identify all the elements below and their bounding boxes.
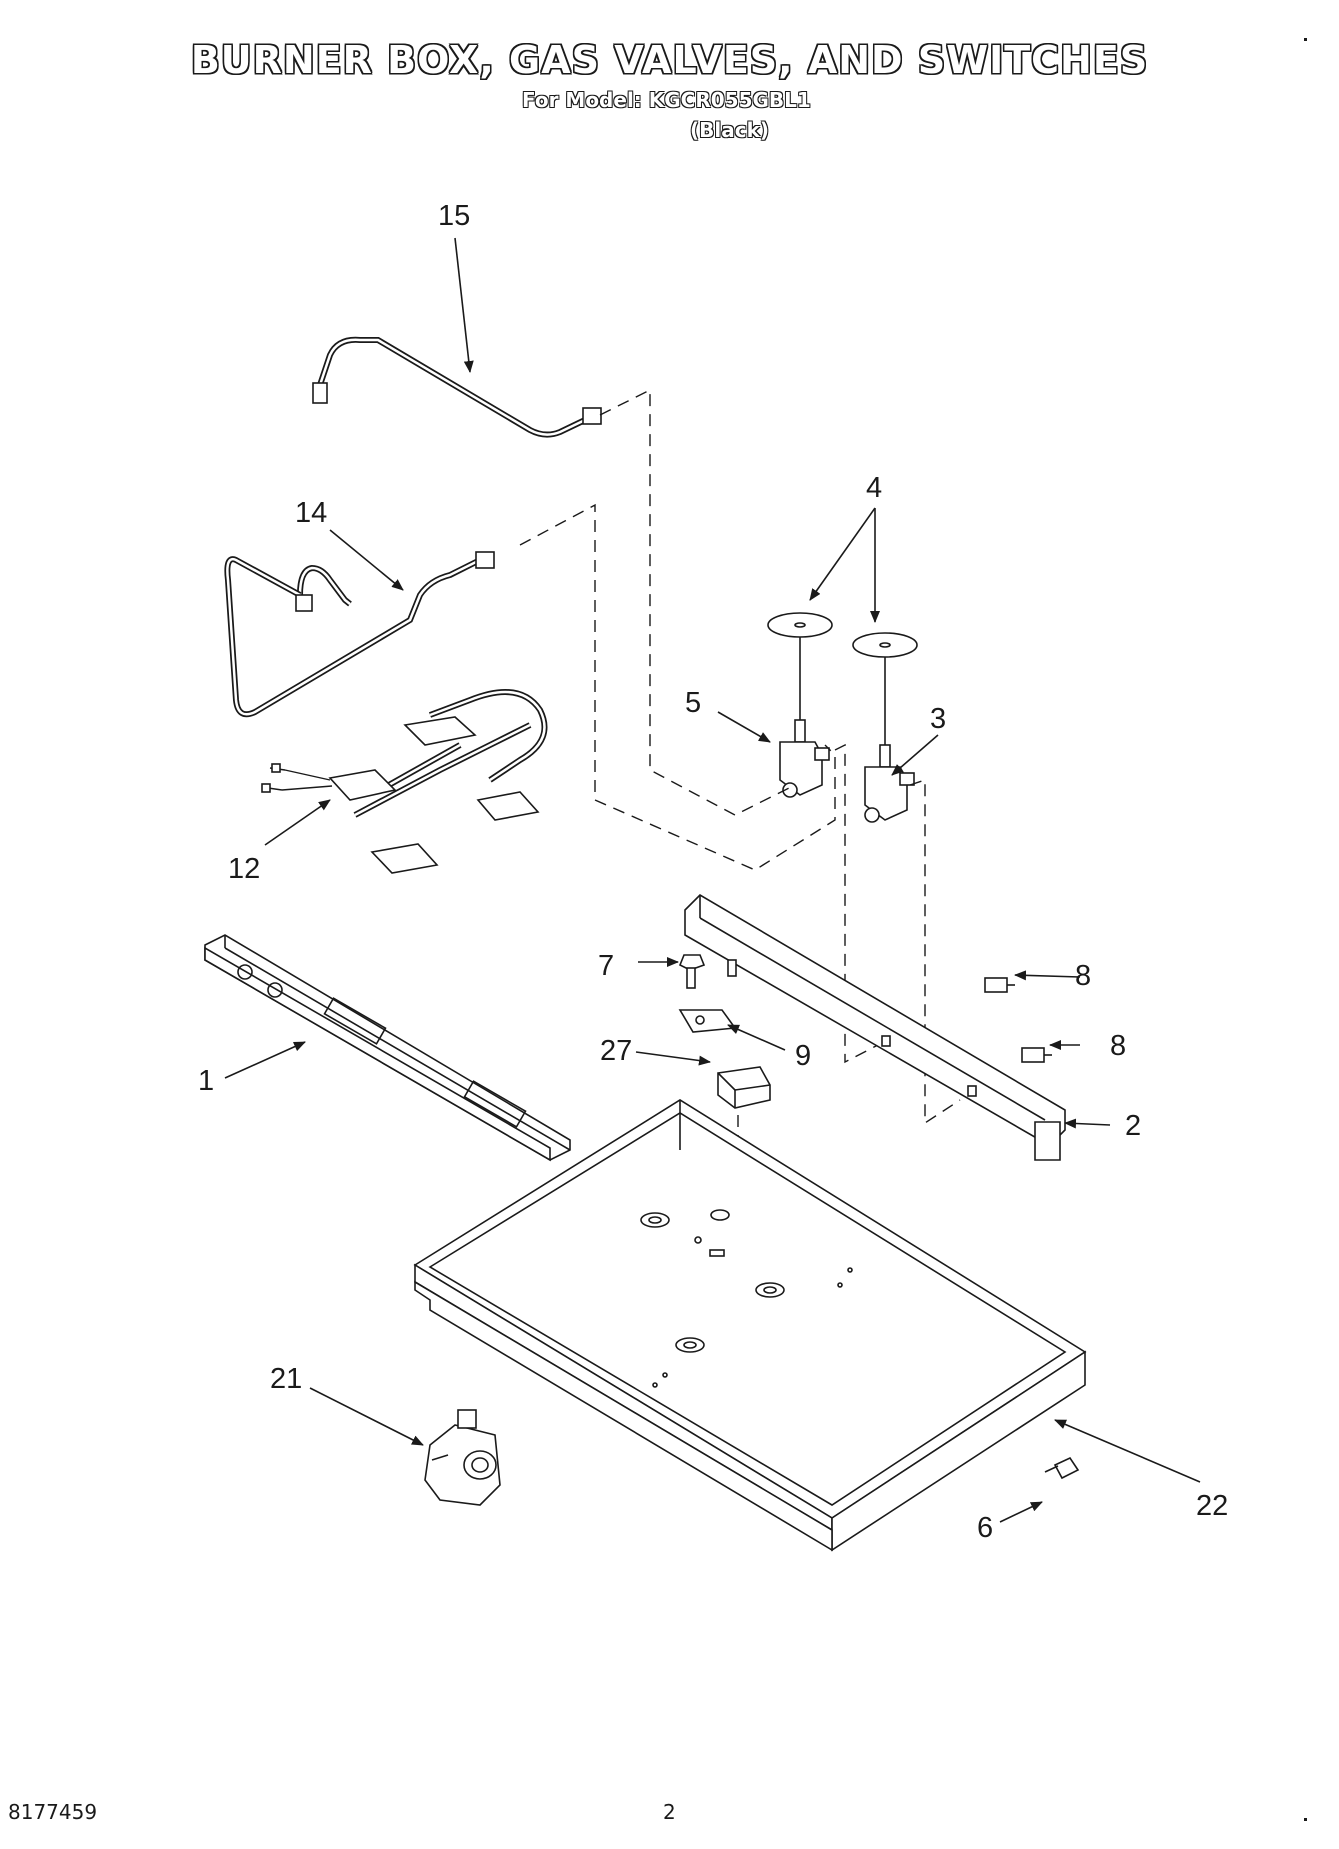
callout-22: 22 [1196, 1490, 1228, 1522]
burner-tube-part-14 [224, 551, 495, 718]
callout-14: 14 [295, 497, 327, 529]
registration-mark [1304, 1818, 1307, 1821]
callout-2: 2 [1125, 1110, 1141, 1142]
burner-tube-part-15 [312, 336, 602, 438]
callout-8-upper: 8 [1075, 960, 1091, 992]
screw-part-7 [678, 954, 706, 989]
callout-9: 9 [795, 1040, 811, 1072]
color-line: (Black) [690, 118, 770, 142]
callout-1: 1 [198, 1065, 214, 1097]
callout-27: 27 [600, 1035, 632, 1067]
assembly-dashed-lines [519, 388, 961, 1285]
bracket-part-2 [684, 893, 1066, 1161]
page-title: BURNER BOX, GAS VALVES, AND SWITCHES [190, 38, 1149, 82]
callout-6: 6 [977, 1512, 993, 1544]
callout-5: 5 [685, 687, 701, 719]
callout-15: 15 [438, 200, 470, 232]
screw-part-8 [984, 977, 1052, 1063]
document-number: 8177459 [8, 1800, 98, 1824]
bracket-part-1 [204, 934, 571, 1162]
burner-box-part-22 [413, 1099, 1087, 1552]
switch-bracket-part-9 [678, 1009, 737, 1033]
model-line: For Model: KGCR055GBL1 [522, 88, 811, 112]
gas-valve-part-5 [779, 719, 830, 798]
switch-part-27 [717, 1066, 771, 1109]
gas-valve-part-3 [864, 744, 915, 823]
callout-3: 3 [930, 703, 946, 735]
washer-part-4 [767, 612, 918, 745]
callout-12: 12 [228, 853, 260, 885]
registration-mark [1304, 38, 1307, 41]
callout-7: 7 [598, 950, 614, 982]
switch-harness-part-12 [261, 689, 548, 874]
callout-leaders [224, 237, 1201, 1523]
pressure-regulator-part-21 [424, 1409, 501, 1506]
callout-21: 21 [270, 1363, 302, 1395]
screw-part-6 [1044, 1456, 1080, 1480]
callout-4: 4 [866, 472, 882, 504]
callout-8-lower: 8 [1110, 1030, 1126, 1062]
page-number: 2 [663, 1800, 676, 1824]
